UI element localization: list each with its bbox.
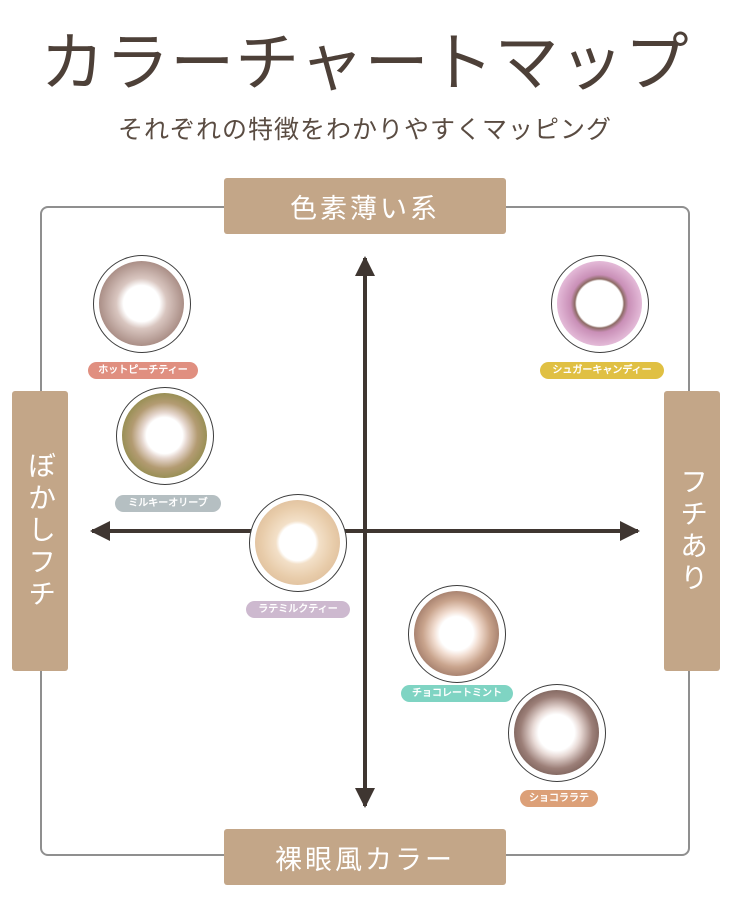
lens-milky-olive: [116, 387, 214, 485]
lens-tag-sugar-candy: シュガーキャンディー: [540, 362, 664, 379]
lens-tag-hot-peach-tea: ホットピーチティー: [88, 362, 198, 379]
lens-tag-latte-milk-tea: ラテミルクティー: [246, 601, 350, 618]
page-subtitle: それぞれの特徴をわかりやすくマッピング: [117, 115, 612, 144]
lens-ring: [514, 690, 599, 775]
lens-ring: [255, 500, 340, 585]
lens-tag-chocolat-latte: ショコララテ: [520, 790, 598, 807]
axis-label-bottom: 裸眼風カラー: [224, 829, 506, 885]
lens-sugar-candy: [551, 255, 649, 353]
lens-tag-chocolate-mint: チョコレートミント: [401, 685, 513, 702]
lens-tag-milky-olive: ミルキーオリーブ: [115, 495, 221, 512]
lens-ring: [122, 393, 207, 478]
lens-ring: [557, 261, 642, 346]
lens-chocolat-latte: [508, 684, 606, 782]
lens-ring: [99, 261, 184, 346]
lens-hot-peach-tea: [93, 255, 191, 353]
axis-label-right: フチあり: [664, 391, 720, 671]
lens-latte-milk-tea: [249, 494, 347, 592]
axis-label-left: ぼかしフチ: [12, 391, 68, 671]
page-title: カラーチャートマップ: [40, 27, 690, 101]
axis-label-top: 色素薄い系: [224, 178, 506, 234]
lens-chocolate-mint: [408, 585, 506, 683]
lens-ring: [414, 591, 499, 676]
